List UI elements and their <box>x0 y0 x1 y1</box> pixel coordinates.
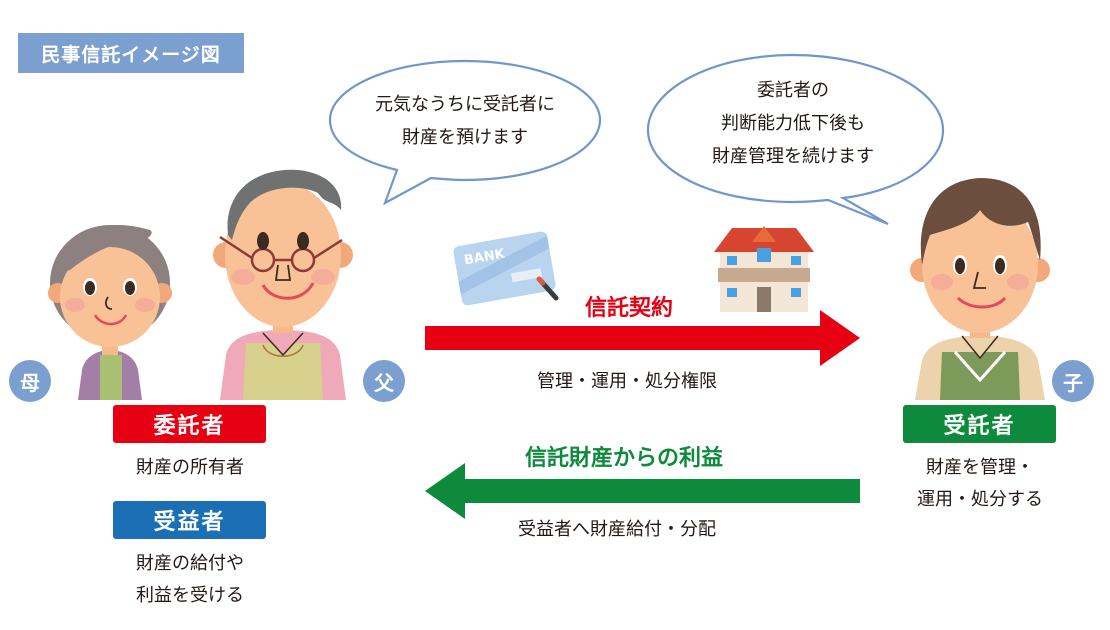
speech-bubble-father: 元気なうちに受託者に 財産を預けます <box>325 58 605 208</box>
mother-illustration <box>40 205 180 400</box>
diagram-title: 民事信託イメージ図 <box>18 33 244 73</box>
contract-arrow <box>425 310 860 366</box>
desc-line: 利益を受ける <box>136 585 244 606</box>
child-label: 子 <box>1052 360 1094 402</box>
benefit-arrow-label: 信託財産からの利益 <box>525 446 724 471</box>
desc-line: 運用・処分する <box>917 489 1043 510</box>
house-icon <box>712 224 816 314</box>
father-illustration <box>208 165 358 400</box>
settlor-badge: 委託者 <box>113 405 266 443</box>
bank-card-icon: BANK <box>452 228 562 308</box>
desc-line: 財産の給付や <box>136 553 244 574</box>
benefit-arrow <box>425 463 860 519</box>
benefit-arrow-sublabel: 受益者へ財産給付・分配 <box>518 519 716 540</box>
bubble-line: 元気なうちに受託者に <box>375 94 555 115</box>
trustee-badge: 受託者 <box>903 405 1056 443</box>
bubble-line: 委託者の <box>757 80 829 101</box>
child-illustration <box>910 170 1050 400</box>
desc-line: 財産を管理・ <box>926 457 1034 478</box>
contract-arrow-label: 信託契約 <box>585 296 674 321</box>
bubble-line: 財産を預けます <box>402 127 528 148</box>
father-label: 父 <box>363 360 405 402</box>
beneficiary-badge: 受益者 <box>113 501 266 539</box>
bubble-line: 判断能力低下後も <box>721 113 865 134</box>
contract-arrow-sublabel: 管理・運用・処分権限 <box>537 371 717 392</box>
bubble-line: 財産管理を続けます <box>712 146 874 167</box>
trustee-description: 財産を管理・ 運用・処分する <box>890 452 1070 516</box>
settlor-description: 財産の所有者 <box>136 457 244 478</box>
mother-label: 母 <box>9 360 51 402</box>
beneficiary-description: 財産の給付や 利益を受ける <box>100 548 280 612</box>
speech-bubble-child: 委託者の 判断能力低下後も 財産管理を続けます <box>643 52 948 232</box>
